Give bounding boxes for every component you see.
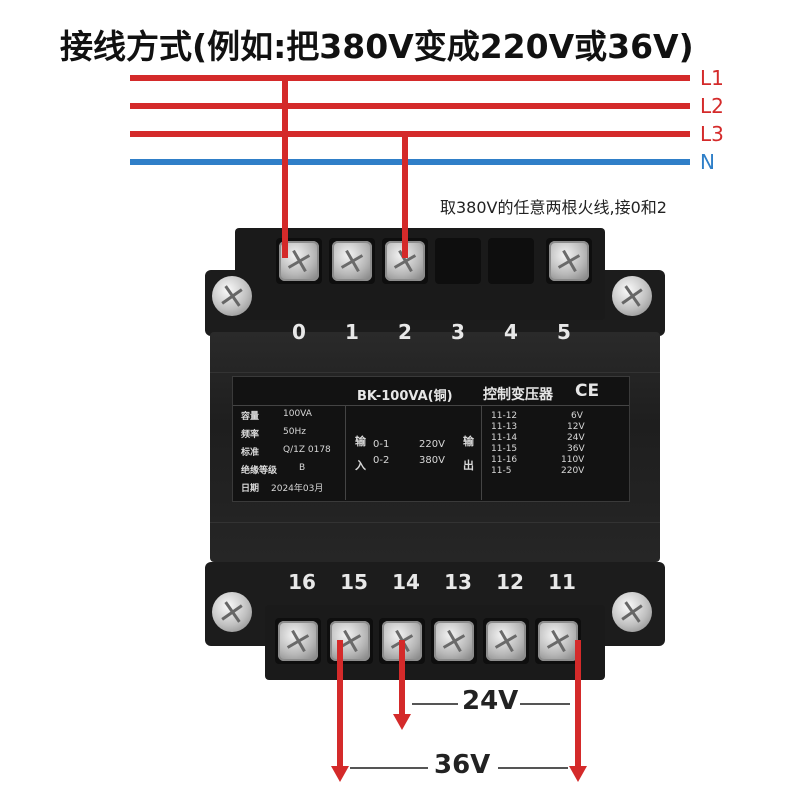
wire-label-l2: L2 <box>700 94 724 118</box>
terminal-label-0: 0 <box>292 320 306 344</box>
output-wire-11 <box>575 640 581 768</box>
terminal-screw-5-icon[interactable] <box>549 241 589 281</box>
wire-label-l1: L1 <box>700 66 724 90</box>
diagram-title: 接线方式(例如:把380V变成220V或36V) <box>60 27 694 66</box>
wire-label-l3: L3 <box>700 122 724 146</box>
arrow-down-icon <box>393 714 411 730</box>
input-label: 入 <box>355 459 366 472</box>
output-wire-14 <box>399 640 405 716</box>
arrow-down-icon <box>331 766 349 782</box>
terminal-label-11: 11 <box>548 570 576 594</box>
output-label: 出 <box>463 459 474 472</box>
ce-mark: CE <box>575 381 600 401</box>
terminal-label-4: 4 <box>504 320 518 344</box>
terminal-screw-1-icon[interactable] <box>332 241 372 281</box>
terminal-screw-12-icon[interactable] <box>486 621 526 661</box>
wire-label-n: N <box>700 150 715 174</box>
mount-screw-icon <box>212 592 252 632</box>
terminal-label-12: 12 <box>496 570 524 594</box>
mount-screw-icon <box>612 592 652 632</box>
input-terminals: 0-1 <box>373 439 390 450</box>
wiring-note: 取380V的任意两根火线,接0和2 <box>440 198 667 217</box>
voltage-label-36v: 36V <box>434 750 491 780</box>
output-wire-15 <box>337 640 343 768</box>
mount-screw-icon <box>612 276 652 316</box>
wire-l3 <box>130 131 690 137</box>
input-wire-l3-to-2 <box>402 136 408 258</box>
terminal-label-16: 16 <box>288 570 316 594</box>
mount-screw-icon <box>212 276 252 316</box>
wire-l2 <box>130 103 690 109</box>
product-type: 控制变压器 <box>483 387 553 403</box>
terminal-screw-16-icon[interactable] <box>278 621 318 661</box>
terminal-screw-11-icon[interactable] <box>538 621 578 661</box>
input-wire-l1-to-0 <box>282 80 288 258</box>
terminal-label-14: 14 <box>392 570 420 594</box>
output-label: 输 <box>463 435 474 448</box>
input-label: 输 <box>355 435 366 448</box>
terminal-label-5: 5 <box>557 320 571 344</box>
input-voltage: 380V <box>419 455 445 466</box>
terminal-screw-13-icon[interactable] <box>434 621 474 661</box>
terminal-label-2: 2 <box>398 320 412 344</box>
terminal-label-1: 1 <box>345 320 359 344</box>
wire-n <box>130 159 690 165</box>
input-terminals: 0-2 <box>373 455 390 466</box>
voltage-label-24v: 24V <box>462 686 519 716</box>
terminal-screw-15-icon[interactable] <box>330 621 370 661</box>
model-number: BK-100VA(铜) <box>357 389 453 404</box>
terminal-label-15: 15 <box>340 570 368 594</box>
arrow-down-icon <box>569 766 587 782</box>
terminal-label-13: 13 <box>444 570 472 594</box>
input-voltage: 220V <box>419 439 445 450</box>
wire-l1 <box>130 75 690 81</box>
terminal-label-3: 3 <box>451 320 465 344</box>
